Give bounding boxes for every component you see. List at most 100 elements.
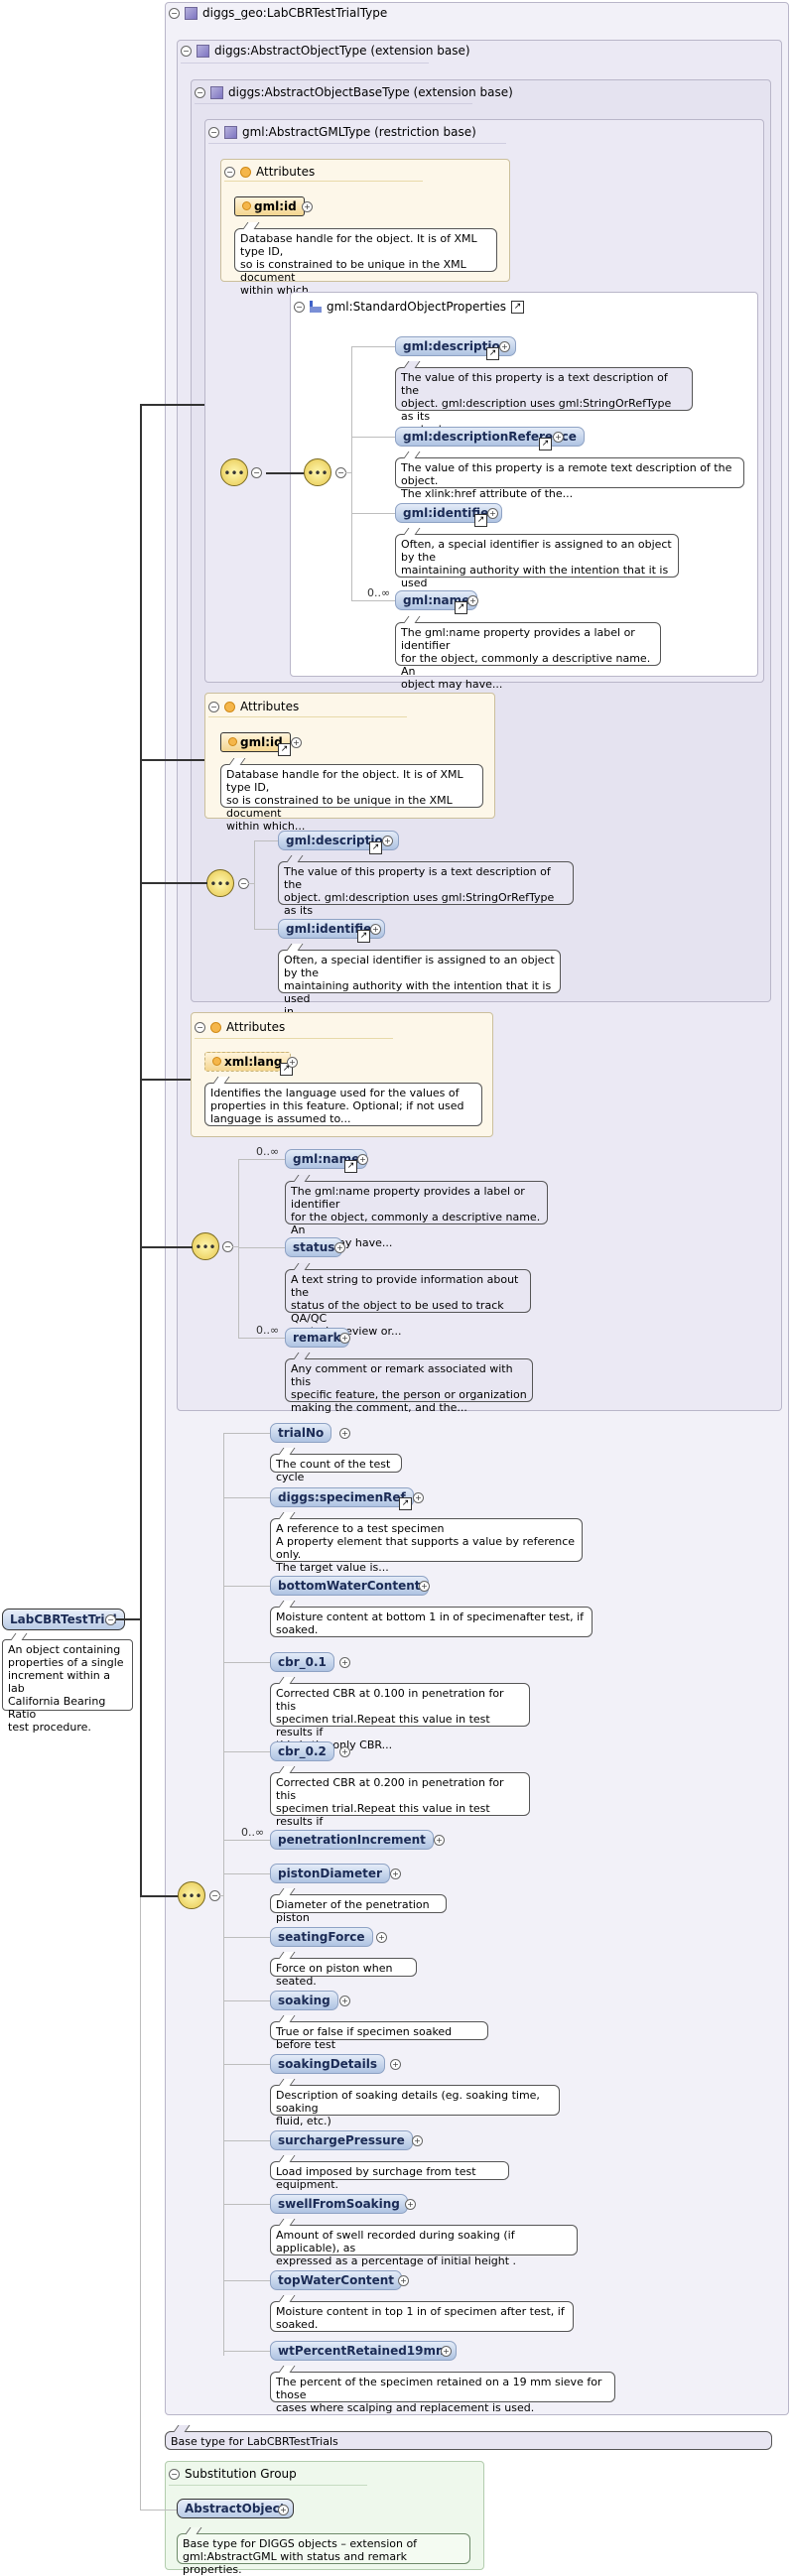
abstract-object-element[interactable]: AbstractObject (177, 2499, 294, 2518)
sequence-compositor-icon[interactable]: ••• (220, 458, 248, 486)
expand-icon[interactable]: + (376, 1932, 387, 1943)
expand-icon[interactable]: + (434, 1835, 445, 1846)
collapse-toggle-icon[interactable]: − (105, 1614, 116, 1625)
base-gml-id-doc: Database handle for the object. It is of… (220, 764, 483, 833)
expand-icon[interactable]: + (405, 2199, 416, 2210)
expand-icon[interactable]: + (302, 201, 313, 212)
base-gml-description-doc: The value of this property is a text des… (278, 861, 574, 930)
panel-divider (195, 1038, 393, 1039)
expand-icon[interactable]: + (398, 2275, 409, 2286)
reference-arrow-icon[interactable]: ↗ (511, 300, 525, 314)
property-element-soakingdetails[interactable]: soakingDetails (270, 2054, 386, 2074)
property-element-diggs-specimenref[interactable]: diggs:specimenRef (270, 1487, 414, 1507)
collapse-toggle-icon[interactable]: − (251, 467, 262, 478)
connector-line (140, 882, 207, 884)
expand-icon[interactable]: + (339, 1996, 350, 2006)
property-doc: Corrected CBR at 0.100 in penetration fo… (270, 1683, 530, 1751)
property-element-topwatercontent[interactable]: topWaterContent (270, 2270, 403, 2290)
xml-lang-attribute[interactable]: xml:lang (204, 1052, 291, 1072)
attribute-icon (224, 701, 235, 712)
reference-arrow-icon[interactable]: ↗ (399, 1497, 412, 1510)
reference-arrow-icon[interactable]: ↗ (455, 601, 467, 614)
property-element-penetrationincrement[interactable]: penetrationIncrement (270, 1830, 434, 1850)
expand-icon[interactable]: + (287, 1057, 298, 1068)
expand-icon[interactable]: + (339, 1428, 350, 1439)
expand-icon[interactable]: + (278, 2505, 289, 2515)
connector-line (140, 2510, 178, 2511)
expand-icon[interactable]: + (390, 1868, 401, 1879)
connector-line (140, 759, 204, 761)
reference-arrow-icon[interactable]: ↗ (278, 743, 291, 756)
connector-line (238, 1159, 285, 1160)
property-element-cbr-0-1[interactable]: cbr_0.1 (270, 1652, 334, 1672)
collapse-toggle-icon[interactable]: − (224, 166, 235, 178)
expand-icon[interactable]: + (412, 2135, 423, 2146)
expand-icon[interactable]: + (499, 341, 510, 352)
expand-icon[interactable]: + (357, 1154, 368, 1165)
status-doc: A text string to provide information abo… (285, 1269, 531, 1338)
base-gml-identifier-doc: Often, a special identifier is assigned … (278, 950, 561, 1018)
collapse-toggle-icon[interactable]: − (208, 701, 219, 712)
reference-arrow-icon[interactable]: ↗ (474, 514, 487, 527)
root-element-lab-cbr-test-trial[interactable]: LabCBRTestTrial (2, 1609, 125, 1630)
property-element-surchargepressure[interactable]: surchargePressure (270, 2130, 413, 2150)
collapse-toggle-icon[interactable]: − (195, 1021, 205, 1033)
collapse-toggle-icon[interactable]: − (169, 2468, 180, 2480)
property-element-trialno[interactable]: trialNo (270, 1423, 332, 1443)
sequence-compositor-icon[interactable]: ••• (178, 1881, 205, 1909)
property-element-wtpercentretained19mm[interactable]: wtPercentRetained19mm (270, 2341, 457, 2361)
expand-icon[interactable]: + (339, 1333, 350, 1344)
expand-icon[interactable]: + (334, 1242, 345, 1253)
collapse-toggle-icon[interactable]: − (294, 301, 305, 313)
gml-description-element[interactable]: gml:description (395, 336, 517, 356)
reference-arrow-icon[interactable]: ↗ (357, 930, 370, 943)
expand-icon[interactable]: + (553, 432, 564, 443)
standard-object-properties-title: − gml:StandardObjectProperties ↗ (294, 300, 525, 314)
gml-id-attribute[interactable]: gml:id (234, 196, 305, 216)
reference-arrow-icon[interactable]: ↗ (369, 841, 382, 854)
gml-description-reference-element[interactable]: gml:descriptionReference (395, 427, 585, 447)
base-gml-id-attribute[interactable]: gml:id (220, 732, 291, 752)
collapse-toggle-icon[interactable]: − (181, 45, 192, 57)
gml-id-label: gml:id (254, 199, 297, 213)
property-element-swellfromsoaking[interactable]: swellFromSoaking (270, 2194, 408, 2214)
connector-line (223, 1497, 270, 1498)
reference-arrow-icon[interactable]: ↗ (539, 438, 552, 451)
connector-line (232, 1246, 238, 1247)
sequence-compositor-icon[interactable]: ••• (192, 1232, 219, 1260)
attribute-icon (212, 1057, 221, 1066)
collapse-toggle-icon[interactable]: − (208, 126, 219, 138)
substitution-group-label: Substitution Group (185, 2467, 297, 2481)
property-element-pistondiameter[interactable]: pistonDiameter (270, 1864, 390, 1883)
collapse-toggle-icon[interactable]: − (169, 7, 180, 19)
remark-element[interactable]: remark (285, 1328, 349, 1348)
connector-line (223, 2204, 270, 2205)
connector-line (351, 437, 396, 438)
status-element[interactable]: status (285, 1237, 343, 1257)
expand-icon[interactable]: + (419, 1581, 430, 1592)
expand-icon[interactable]: + (339, 1746, 350, 1757)
reference-arrow-icon[interactable]: ↗ (486, 347, 499, 360)
expand-icon[interactable]: + (413, 1492, 424, 1503)
expand-icon[interactable]: + (291, 737, 302, 748)
trial-type-title: − diggs_geo:LabCBRTestTrialType (169, 6, 387, 20)
collapse-toggle-icon[interactable]: − (195, 86, 205, 98)
expand-icon[interactable]: + (390, 2059, 401, 2070)
property-element-bottomwatercontent[interactable]: bottomWaterContent (270, 1576, 429, 1596)
sequence-compositor-icon[interactable]: ••• (304, 458, 331, 486)
connector-line (140, 1079, 191, 1081)
expand-icon[interactable]: + (467, 595, 478, 606)
expand-icon[interactable]: + (441, 2346, 452, 2357)
property-element-cbr-0-2[interactable]: cbr_0.2 (270, 1741, 334, 1761)
property-element-seatingforce[interactable]: seatingForce (270, 1927, 373, 1947)
expand-icon[interactable]: + (370, 924, 381, 935)
occurrence-label: 0..∞ (256, 1324, 280, 1337)
property-element-soaking[interactable]: soaking (270, 1991, 338, 2010)
expand-icon[interactable]: + (487, 508, 498, 519)
expand-icon[interactable]: + (382, 836, 393, 846)
sequence-compositor-icon[interactable]: ••• (206, 869, 234, 897)
attribute-icon (242, 201, 251, 210)
reference-arrow-icon[interactable]: ↗ (344, 1160, 357, 1173)
base-gml-description-element[interactable]: gml:description (278, 831, 400, 850)
expand-icon[interactable]: + (339, 1657, 350, 1668)
